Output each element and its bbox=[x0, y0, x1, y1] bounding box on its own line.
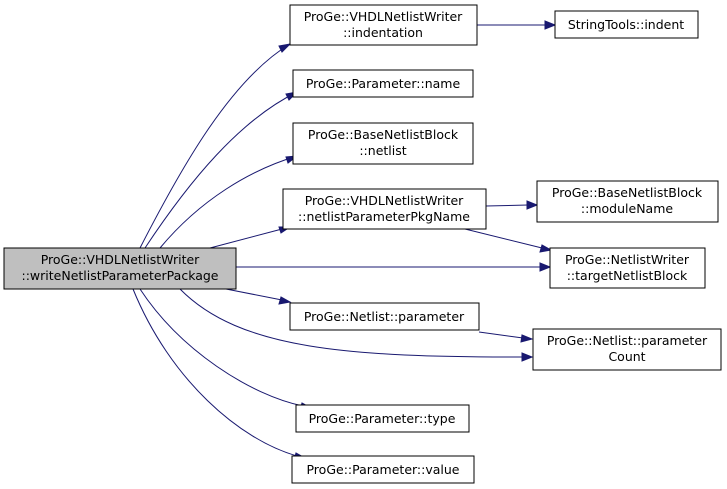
node-modulename[interactable]: ProGe::BaseNetlistBlock ::moduleName bbox=[536, 180, 719, 223]
edge-root-to-netlist bbox=[159, 155, 299, 249]
node-netlist-line1: ProGe::BaseNetlistBlock bbox=[308, 127, 459, 142]
node-target-line1: ProGe::NetlistWriter bbox=[565, 252, 690, 267]
node-target-line2: ::targetNetlistBlock bbox=[567, 268, 688, 283]
node-target[interactable]: ProGe::NetlistWriter ::targetNetlistBloc… bbox=[549, 247, 706, 289]
node-nl-count[interactable]: ProGe::Netlist::parameter Count bbox=[532, 328, 722, 371]
node-root-line1: ProGe::VHDLNetlistWriter bbox=[41, 252, 200, 267]
node-netlist-line2: ::netlist bbox=[359, 143, 406, 158]
edge-root-to-nl-count bbox=[179, 288, 534, 362]
edge-pkgname-to-modulename bbox=[485, 200, 539, 210]
node-modulename-line1: ProGe::BaseNetlistBlock bbox=[552, 185, 703, 200]
node-nl-count-line2: Count bbox=[608, 349, 645, 364]
edge-root-to-indentation bbox=[139, 43, 292, 249]
node-nl-param[interactable]: ProGe::Netlist::parameter bbox=[289, 302, 480, 331]
node-indent-line1: StringTools::indent bbox=[568, 17, 684, 32]
edge-root-to-pkgname bbox=[209, 226, 292, 249]
node-nl-count-line1: ProGe::Netlist::parameter bbox=[547, 333, 708, 348]
node-param-name-line1: ProGe::Parameter::name bbox=[306, 76, 461, 91]
edge-root-to-param-name bbox=[144, 91, 299, 249]
node-netlist[interactable]: ProGe::BaseNetlistBlock ::netlist bbox=[292, 122, 474, 165]
node-param-type[interactable]: ProGe::Parameter::type bbox=[295, 404, 470, 433]
node-indentation-line2: ::indentation bbox=[343, 25, 423, 40]
node-indentation-line1: ProGe::VHDLNetlistWriter bbox=[304, 9, 463, 24]
node-nl-param-line1: ProGe::Netlist::parameter bbox=[304, 309, 465, 324]
node-root-line2: ::writeNetlistParameterPackage bbox=[22, 268, 219, 283]
node-param-value[interactable]: ProGe::Parameter::value bbox=[291, 455, 475, 484]
edge-indentation-to-indent bbox=[477, 20, 557, 30]
node-param-type-line1: ProGe::Parameter::type bbox=[309, 411, 456, 426]
node-pkgname-line1: ProGe::VHDLNetlistWriter bbox=[305, 193, 464, 208]
node-pkgname[interactable]: ProGe::VHDLNetlistWriter ::netlistParame… bbox=[282, 188, 487, 230]
node-param-name[interactable]: ProGe::Parameter::name bbox=[292, 69, 474, 98]
edge-root-to-nl-param bbox=[225, 288, 292, 305]
node-pkgname-line2: ::netlistParameterPkgName bbox=[298, 209, 470, 224]
node-indent[interactable]: StringTools::indent bbox=[554, 10, 699, 39]
edge-nl-param-to-nl-count bbox=[478, 331, 534, 343]
edge-pkgname-to-target bbox=[464, 228, 553, 253]
edge-root-to-param-type bbox=[139, 288, 313, 411]
node-indentation[interactable]: ProGe::VHDLNetlistWriter ::indentation bbox=[289, 4, 478, 46]
node-param-value-line1: ProGe::Parameter::value bbox=[306, 462, 459, 477]
node-root[interactable]: ProGe::VHDLNetlistWriter ::writeNetlistP… bbox=[3, 247, 237, 290]
edge-root-to-target bbox=[236, 262, 552, 272]
node-modulename-line2: ::moduleName bbox=[581, 201, 673, 216]
